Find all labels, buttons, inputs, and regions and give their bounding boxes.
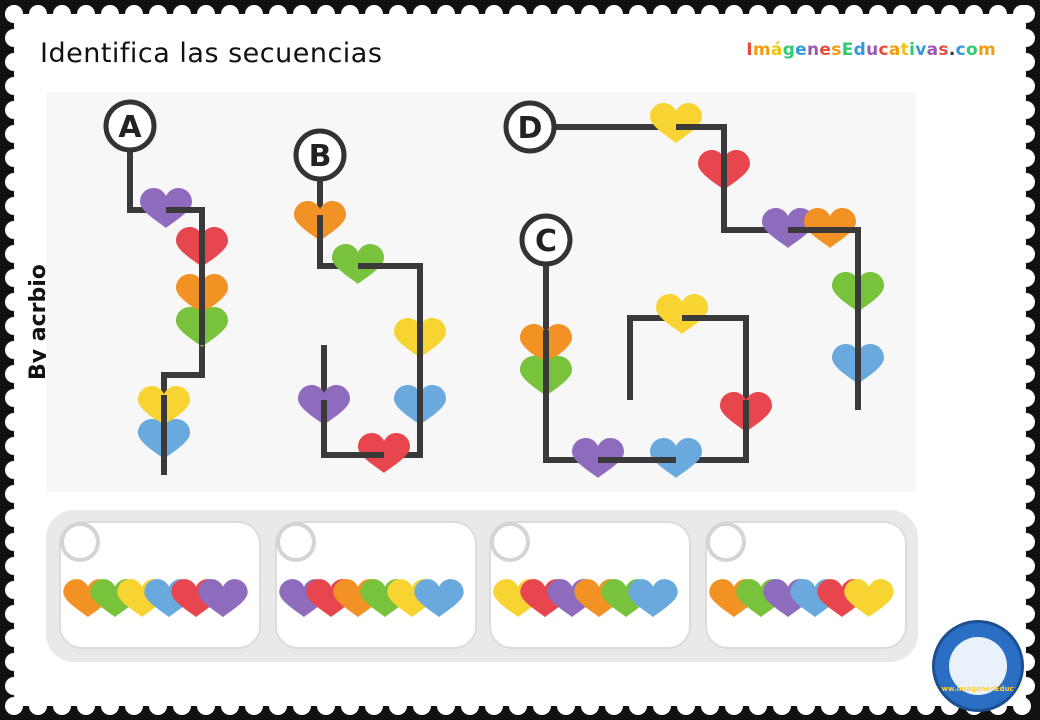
label-a: A bbox=[103, 99, 157, 153]
heart-icon bbox=[844, 579, 894, 618]
brand-letter: g bbox=[782, 40, 796, 60]
brand-letter: a bbox=[888, 40, 901, 60]
brand-letter: I bbox=[746, 40, 753, 60]
heart-icon bbox=[414, 579, 464, 618]
brand-seal-icon: www.imagenesEducativas.com bbox=[932, 620, 1024, 712]
answer-slot-circle[interactable] bbox=[276, 522, 316, 562]
label-d: D bbox=[503, 100, 557, 154]
brand-letter: m bbox=[977, 40, 996, 60]
page-title: Identifica las secuencias bbox=[40, 38, 383, 69]
child-drawing-icon bbox=[949, 637, 1007, 695]
answer-slot-circle[interactable] bbox=[490, 522, 530, 562]
label-c: C bbox=[519, 213, 573, 267]
brand-letter: m bbox=[752, 40, 771, 60]
svg-text:B: B bbox=[309, 139, 332, 174]
brand-letter: d bbox=[853, 40, 867, 60]
brand-letter: s bbox=[938, 40, 949, 60]
heart-icon bbox=[650, 103, 702, 143]
label-b: B bbox=[293, 128, 347, 182]
brand-letter: á bbox=[770, 40, 783, 60]
heart-icon bbox=[198, 579, 248, 618]
brand-letter: c bbox=[955, 40, 966, 60]
brand-letter: t bbox=[900, 40, 910, 60]
brand-letter: e bbox=[795, 40, 808, 60]
brand-letter: s bbox=[831, 40, 842, 60]
brand-letter: o bbox=[966, 40, 978, 60]
heart-icon bbox=[628, 579, 678, 618]
svg-text:A: A bbox=[118, 110, 142, 145]
brand-letter: c bbox=[878, 40, 889, 60]
brand-letter: u bbox=[866, 40, 879, 60]
svg-text:C: C bbox=[535, 224, 557, 259]
answer-slot-circle[interactable] bbox=[60, 522, 100, 562]
brand-letter: e bbox=[819, 40, 832, 60]
svg-text:D: D bbox=[518, 111, 543, 146]
heart-icon bbox=[656, 294, 708, 334]
brand-letter: E bbox=[841, 40, 854, 60]
answer-slot-circle[interactable] bbox=[706, 522, 746, 562]
brand-letter: a bbox=[926, 40, 939, 60]
brand-logo: ImágenesEducativas.com bbox=[746, 40, 996, 60]
brand-letter: n bbox=[807, 40, 820, 60]
brand-letter: . bbox=[948, 40, 956, 60]
brand-letter: v bbox=[915, 40, 927, 60]
brand-letter: i bbox=[909, 40, 916, 60]
seal-text: www.imagenesEducativas.com bbox=[935, 685, 1024, 693]
